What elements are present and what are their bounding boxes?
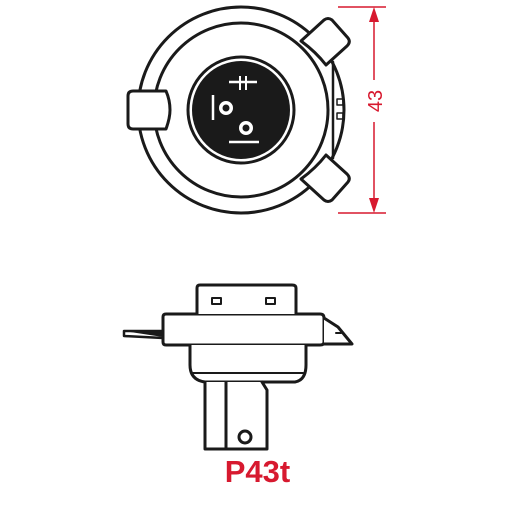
dimension-text-gap [364,80,386,122]
side-view [122,283,354,451]
dimension-arrow-top [369,7,379,22]
reference-mark-upper [336,98,344,106]
connector-tab-main [224,380,269,451]
cap-notch-right [265,297,276,305]
connector-tab-left [203,380,228,451]
reference-mark-lower [336,112,344,120]
socket-face-disc [192,61,290,159]
cap-notch-left [211,297,222,305]
flange-body [161,312,326,347]
lower-body [188,343,308,384]
dimension-value: 43 [365,90,387,112]
contact-pin-upper-core [222,104,230,112]
contact-pin-lower-core [242,124,250,132]
dimension-43: 43 [338,6,387,214]
base-disc-outline [186,55,296,165]
base-type-label: P43t [224,454,291,489]
dimension-arrow-bottom [369,198,379,213]
top-right-tab [299,17,351,67]
flange-left-spike-fill [124,331,163,337]
flange-right-wedge [322,316,354,346]
connector-hole [237,429,253,445]
left-tab [126,89,172,131]
upper-cap [195,283,298,316]
bottom-right-tab [299,153,351,203]
socket-face [192,61,290,159]
front-view [126,5,351,215]
